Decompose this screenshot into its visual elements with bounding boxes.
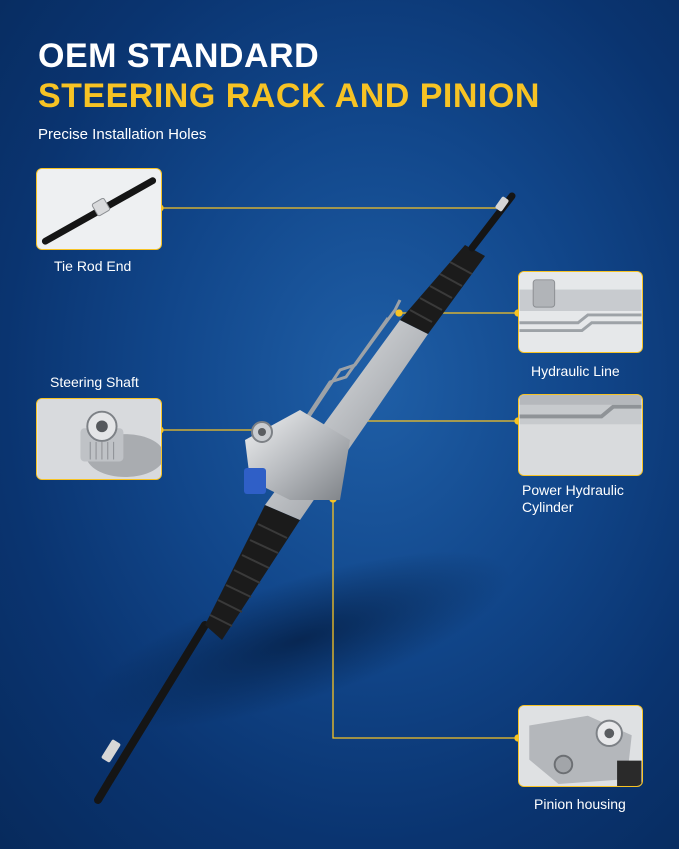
power-hydraulic-cylinder-image bbox=[519, 395, 642, 475]
headline-line-2: STEERING RACK AND PINION bbox=[38, 77, 540, 115]
hydraulic-line-thumbnail bbox=[518, 271, 643, 353]
hydraulic-line-image bbox=[519, 272, 642, 352]
subtitle: Precise Installation Holes bbox=[38, 126, 207, 143]
pinion-housing-caption: Pinion housing bbox=[534, 796, 626, 812]
tie-rod-end-caption: Tie Rod End bbox=[54, 258, 132, 274]
rack-assembly bbox=[94, 192, 516, 804]
hydraulic-line-caption: Hydraulic Line bbox=[531, 363, 620, 379]
pinion-housing-image bbox=[519, 706, 642, 786]
pinion-housing-thumbnail bbox=[518, 705, 643, 787]
steering-shaft-caption: Steering Shaft bbox=[50, 374, 139, 390]
tie-rod-end-image bbox=[37, 169, 161, 249]
power-hydraulic-cylinder-caption: Power Hydraulic Cylinder bbox=[522, 482, 624, 516]
tie-rod-end-thumbnail bbox=[36, 168, 162, 250]
floor-shadow bbox=[89, 551, 511, 729]
headline: OEM STANDARD STEERING RACK AND PINION bbox=[38, 36, 540, 116]
power-hydraulic-cylinder-caption-line2: Cylinder bbox=[522, 499, 574, 515]
power-hydraulic-cylinder-thumbnail bbox=[518, 394, 643, 476]
steering-shaft-image bbox=[37, 399, 161, 479]
steering-shaft-thumbnail bbox=[36, 398, 162, 480]
headline-line-1: OEM STANDARD bbox=[38, 37, 320, 75]
power-hydraulic-cylinder-caption-line1: Power Hydraulic bbox=[522, 482, 624, 498]
